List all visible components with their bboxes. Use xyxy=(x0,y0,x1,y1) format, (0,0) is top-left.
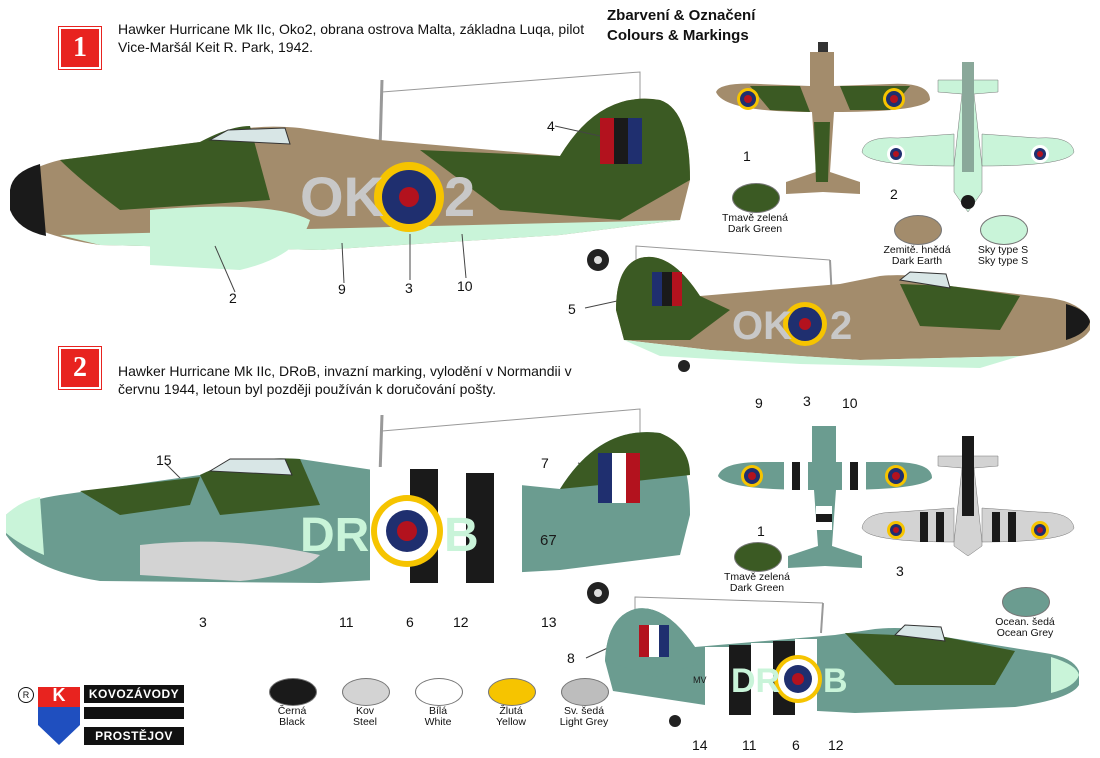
aircraft-2-left-profile: DR B 67 xyxy=(6,408,690,604)
callout-13: 13 xyxy=(541,614,557,630)
logo-letter: K xyxy=(52,685,66,705)
aircraft-2-code-right: B xyxy=(444,509,479,562)
swatch-dark-green-1: Tmavě zelená Dark Green xyxy=(720,183,790,235)
paint-light-grey: Sv. šedá Light Grey xyxy=(554,678,614,728)
swatch-label-cz: Zemitě. hnědá xyxy=(883,244,951,256)
aircraft-1-top-view xyxy=(716,42,930,194)
aircraft-1-right-profile: OK 2 xyxy=(616,245,1090,372)
callout-top-2-1: 1 xyxy=(757,523,765,539)
callout-6b: 6 xyxy=(792,737,800,753)
aircraft-2-serial: 67 xyxy=(540,532,557,549)
paint-chip xyxy=(342,678,390,706)
registered-mark: R xyxy=(18,687,34,703)
paint-chips: Černá Black Kov Steel Bílá White Žlutá Y… xyxy=(262,678,614,728)
logo-shield-icon xyxy=(38,687,80,745)
callout-15: 15 xyxy=(156,452,172,468)
callout-9: 9 xyxy=(338,281,346,297)
swatch-dark-green-2: Tmavě zelená Dark Green xyxy=(722,542,792,594)
paint-chip xyxy=(415,678,463,706)
swatch-chip xyxy=(980,215,1028,245)
aircraft-1-left-profile: OK 2 xyxy=(10,71,690,271)
swatch-sky: Sky type S Sky type S xyxy=(968,215,1038,267)
aircraft-2r-code-right: B xyxy=(823,662,848,700)
swatch-chip xyxy=(732,183,780,213)
callout-3b: 3 xyxy=(803,393,811,409)
paint-label-en: Light Grey xyxy=(559,716,609,728)
kovozavody-logo: R KOVOZÁVODY PROSTĚJOV K xyxy=(18,685,184,747)
swatch-label-en: Dark Green xyxy=(729,582,785,594)
scheme-1-badge: 1 xyxy=(59,27,101,69)
aircraft-2-right-profile: DR B MV xyxy=(605,596,1079,727)
logo-middle-bar xyxy=(84,707,184,719)
aircraft-1-code: OK xyxy=(300,165,384,228)
paint-label-cz: Kov xyxy=(355,705,375,717)
scheme-2-badge: 2 xyxy=(59,347,101,389)
scheme-1-description: Hawker Hurricane Mk IIc, Oko2, obrana os… xyxy=(118,21,585,55)
paint-label-en: White xyxy=(424,716,452,728)
aircraft-1r-code: OK xyxy=(732,304,792,348)
swatch-label-en: Dark Earth xyxy=(891,255,943,267)
swatch-label-en: Ocean Grey xyxy=(996,627,1054,639)
callout-12: 12 xyxy=(453,614,469,630)
callout-underside-2: 2 xyxy=(890,186,898,202)
paint-label-cz: Černá xyxy=(277,705,307,717)
paint-chip xyxy=(488,678,536,706)
paint-label-cz: Sv. šedá xyxy=(563,705,605,717)
callout-11b: 11 xyxy=(742,737,757,753)
aircraft-1-code-letter: 2 xyxy=(444,165,475,228)
swatch-chip xyxy=(894,215,942,245)
callout-10: 10 xyxy=(457,278,473,294)
logo-bottom-text: PROSTĚJOV xyxy=(84,727,184,745)
paint-chip xyxy=(561,678,609,706)
aircraft-2-top-view xyxy=(718,426,932,568)
paint-label-en: Black xyxy=(279,716,305,728)
callout-6: 6 xyxy=(406,614,414,630)
callout-10b: 10 xyxy=(842,395,858,411)
paint-black: Černá Black xyxy=(262,678,322,728)
swatch-chip xyxy=(1002,587,1050,617)
paint-yellow: Žlutá Yellow xyxy=(481,678,541,728)
callout-3: 3 xyxy=(405,280,413,296)
swatch-label-en: Sky type S xyxy=(977,255,1029,267)
colours-title-en: Colours & Markings xyxy=(607,27,749,44)
aircraft-2-code-left: DR xyxy=(300,509,369,562)
logo-top-text: KOVOZÁVODY xyxy=(84,685,184,703)
swatch-label-cz: Ocean. šedá xyxy=(995,616,1055,628)
aircraft-1r-code-letter: 2 xyxy=(830,304,852,348)
callout-2-3: 3 xyxy=(199,614,207,630)
aircraft-1-underside-view xyxy=(861,62,1075,213)
paint-label-en: Steel xyxy=(353,716,377,728)
callout-5: 5 xyxy=(568,301,576,317)
paint-label-cz: Bílá xyxy=(428,705,448,717)
aircraft-2r-code-left: DR xyxy=(731,662,780,700)
aircraft-2-underside-view xyxy=(861,436,1075,556)
callout-11: 11 xyxy=(339,614,354,630)
callout-7: 7 xyxy=(541,455,549,471)
callout-4: 4 xyxy=(547,118,555,134)
swatch-label-cz: Tmavě zelená xyxy=(724,571,790,583)
callout-top-1: 1 xyxy=(743,148,751,164)
swatch-ocean-grey: Ocean. šedá Ocean Grey xyxy=(990,587,1060,639)
swatch-dark-earth: Zemitě. hnědá Dark Earth xyxy=(882,215,952,267)
callout-underside-2-3: 3 xyxy=(896,563,904,579)
swatch-label-en: Dark Green xyxy=(727,223,783,235)
paint-label-en: Yellow xyxy=(496,716,526,728)
scheme-2-description: Hawker Hurricane Mk IIc, DRoB, invazní m… xyxy=(118,363,572,397)
callout-8: 8 xyxy=(567,650,575,666)
paint-white: Bílá White xyxy=(408,678,468,728)
aircraft-2r-side-text: MV xyxy=(693,675,707,685)
callout-14: 14 xyxy=(692,737,708,753)
swatch-chip xyxy=(734,542,782,572)
callout-2: 2 xyxy=(229,290,237,306)
colours-title-cz: Zbarvení & Označení xyxy=(607,7,756,24)
paint-label-cz: Žlutá xyxy=(499,705,523,717)
paint-steel: Kov Steel xyxy=(335,678,395,728)
swatch-label-cz: Tmavě zelená xyxy=(722,212,788,224)
callout-12b: 12 xyxy=(828,737,844,753)
callout-9b: 9 xyxy=(755,395,763,411)
paint-chip xyxy=(269,678,317,706)
swatch-label-cz: Sky type S xyxy=(977,244,1029,256)
